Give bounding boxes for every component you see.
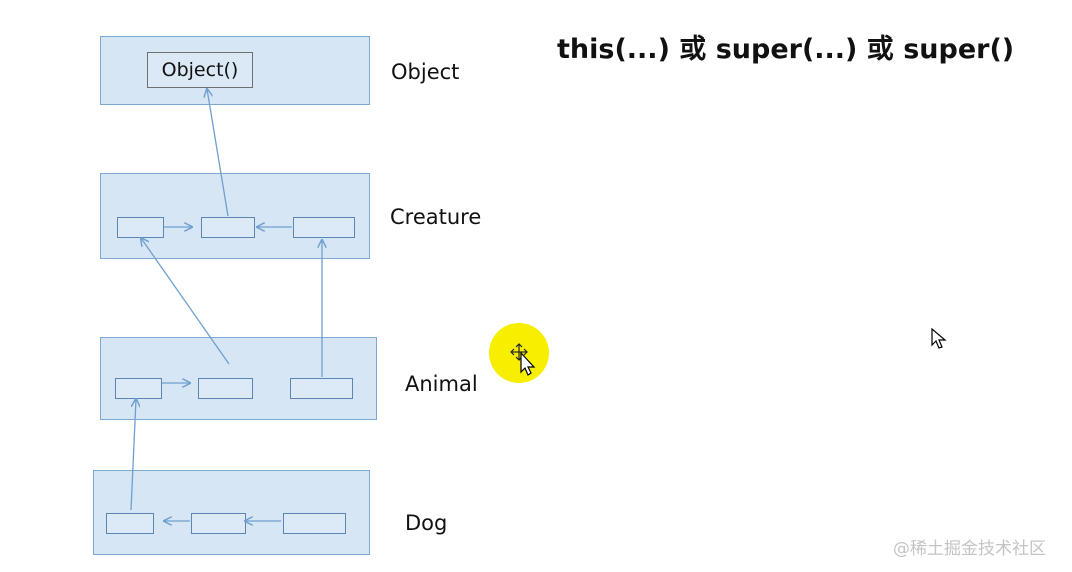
creature-constructor-2 (201, 217, 255, 238)
creature-class-label: Creature (390, 205, 482, 229)
arrow-pointer-icon (931, 328, 947, 349)
watermark: @稀土掘金技术社区 (893, 539, 1046, 559)
object-constructor-box: Object() (147, 52, 253, 88)
dog-class-box (93, 470, 370, 555)
animal-constructor-3 (290, 378, 353, 399)
object-class-box: Object() (100, 36, 370, 105)
animal-class-box (100, 337, 377, 420)
dog-constructor-2 (191, 513, 246, 534)
dog-class-label: Dog (405, 511, 448, 535)
object-class-label: Object (391, 60, 460, 84)
creature-constructor-1 (117, 217, 164, 238)
dog-constructor-1 (106, 513, 154, 534)
animal-constructor-2 (198, 378, 253, 399)
move-cursor-icon (510, 343, 536, 376)
animal-class-label: Animal (405, 372, 478, 396)
dog-constructor-3 (283, 513, 346, 534)
diagram-heading: this(...) 或 super(...) 或 super() (557, 34, 1015, 65)
creature-class-box (100, 173, 370, 259)
creature-constructor-3 (293, 217, 355, 238)
animal-constructor-1 (115, 378, 162, 399)
